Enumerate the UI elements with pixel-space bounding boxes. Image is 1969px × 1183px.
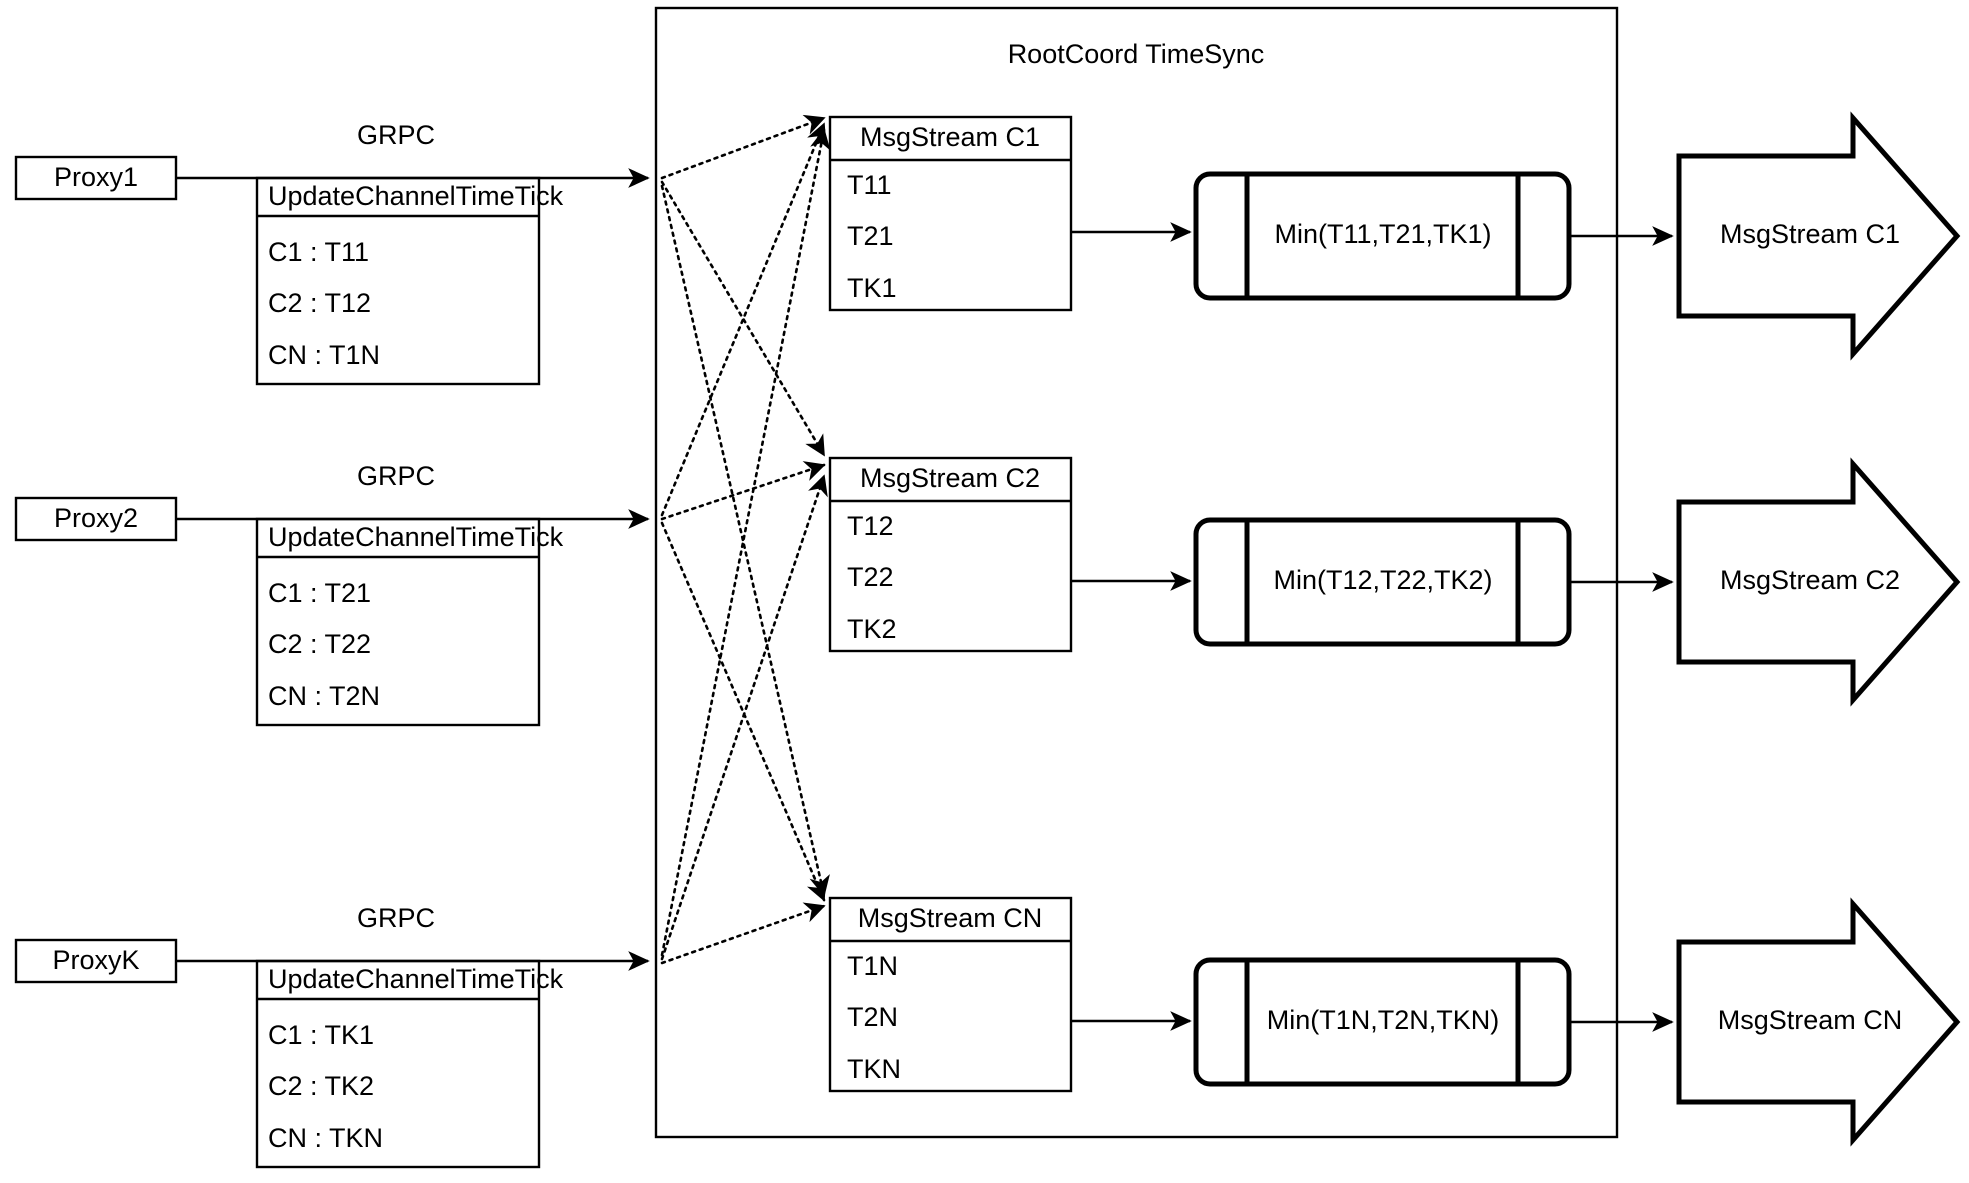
proxy-name-1: Proxy1 (54, 162, 138, 192)
min-label-3: Min(T1N,T2N,TKN) (1267, 1005, 1500, 1035)
min-label-1: Min(T11,T21,TK1) (1274, 219, 1491, 249)
request-row-3-2: CN : TKN (268, 1123, 383, 1153)
proxy-group-3: ProxyK GRPC UpdateChannelTimeTick C1 : T… (14, 903, 650, 1169)
request-row-2-1: C2 : T22 (268, 629, 371, 659)
proxy-name-3: ProxyK (52, 945, 139, 975)
timetick-dispatch-edges (660, 114, 831, 965)
dispatch-edge-3-to-c1 (660, 128, 831, 957)
channel-row-2: MsgStream C2 T12 T22 TK2 Min(T12,T22,TK2… (828, 456, 1961, 707)
output-arrow-3 (1676, 897, 1961, 1147)
grpc-label-3: GRPC (357, 903, 435, 933)
msgstream-title-2: MsgStream C2 (860, 463, 1040, 493)
channel-row-3: MsgStream CN T1N T2N TKN Min(T1N,T2N,TKN… (828, 896, 1961, 1147)
msgstream-tick-3-1: T2N (847, 1002, 898, 1032)
msgstream-tick-2-1: T22 (847, 562, 894, 592)
output-arrow-1 (1676, 111, 1961, 361)
request-row-1-2: CN : T1N (268, 340, 380, 370)
proxy-name-2: Proxy2 (54, 503, 138, 533)
proxy-group-2: Proxy2 GRPC UpdateChannelTimeTick C1 : T… (14, 461, 650, 727)
grpc-label-2: GRPC (357, 461, 435, 491)
msgstream-title-3: MsgStream CN (858, 903, 1043, 933)
dispatch-edge-2-to-c1 (660, 122, 827, 517)
dispatch-edge-1-to-cn (660, 184, 830, 897)
min-label-2: Min(T12,T22,TK2) (1273, 565, 1492, 595)
request-box-2 (255, 517, 541, 727)
rootcoord-container (654, 6, 1619, 1139)
request-box-1 (255, 176, 541, 386)
msgstream-tick-3-0: T1N (847, 951, 898, 981)
msgstream-tick-2-0: T12 (847, 511, 894, 541)
request-row-2-0: C1 : T21 (268, 578, 371, 608)
grpc-label-1: GRPC (357, 120, 435, 150)
output-label-1: MsgStream C1 (1720, 219, 1900, 249)
msgstream-box-2 (828, 456, 1073, 653)
dispatch-edge-2-to-c2 (660, 461, 826, 521)
output-label-3: MsgStream CN (1718, 1005, 1903, 1035)
request-row-3-1: C2 : TK2 (268, 1071, 374, 1101)
output-label-2: MsgStream C2 (1720, 565, 1900, 595)
dispatch-edge-1-to-c1 (660, 114, 826, 180)
msgstream-title-1: MsgStream C1 (860, 122, 1040, 152)
dispatch-edge-2-to-cn (660, 521, 827, 902)
rootcoord-title: RootCoord TimeSync (1008, 39, 1265, 69)
dispatch-edge-3-to-cn (660, 902, 826, 965)
request-title-2: UpdateChannelTimeTick (268, 522, 564, 552)
request-row-3-0: C1 : TK1 (268, 1020, 374, 1050)
channel-row-1: MsgStream C1 T11 T21 TK1 Min(T11,T21,TK1… (828, 111, 1961, 361)
msgstream-tick-1-2: TK1 (847, 273, 897, 303)
request-row-2-2: CN : T2N (268, 681, 380, 711)
msgstream-tick-1-1: T21 (847, 221, 894, 251)
msgstream-tick-2-2: TK2 (847, 614, 897, 644)
msgstream-tick-1-0: T11 (847, 170, 892, 200)
msgstream-box-3 (828, 896, 1073, 1093)
request-box-3 (255, 959, 541, 1169)
msgstream-box-1 (828, 115, 1073, 312)
request-title-1: UpdateChannelTimeTick (268, 181, 564, 211)
request-row-1-1: C2 : T12 (268, 288, 371, 318)
dispatch-edge-1-to-c2 (660, 180, 826, 457)
request-title-3: UpdateChannelTimeTick (268, 964, 564, 994)
request-row-1-0: C1 : T11 (268, 237, 369, 267)
output-arrow-2 (1676, 457, 1961, 707)
proxy-group-1: Proxy1 GRPC UpdateChannelTimeTick C1 : T… (14, 120, 650, 386)
msgstream-tick-3-2: TKN (847, 1054, 901, 1084)
dispatch-edge-3-to-c2 (660, 474, 828, 961)
